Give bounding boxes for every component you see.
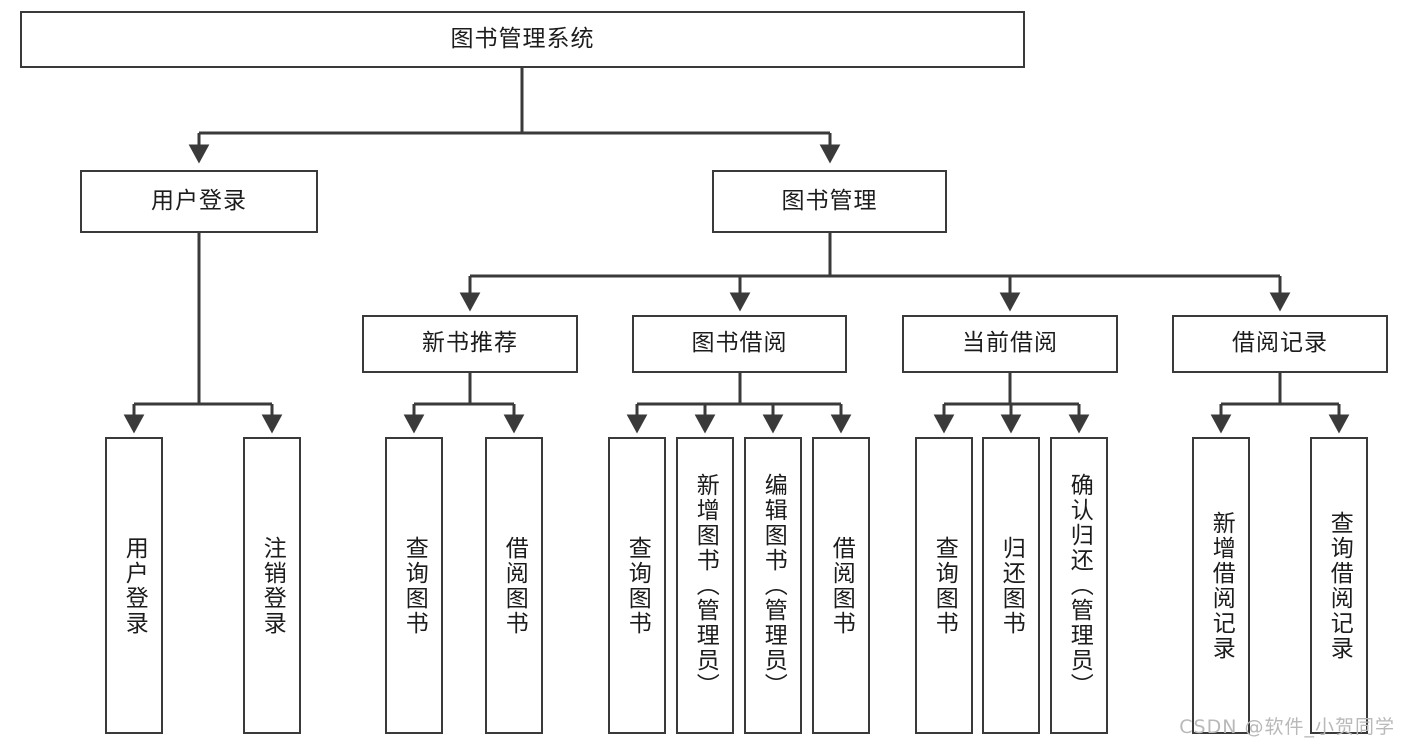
node-label: 借阅记录: [1232, 330, 1328, 357]
node-label: 查询借阅记录: [1326, 510, 1353, 661]
node-leaf-return-book[interactable]: 归还图书: [982, 437, 1040, 734]
node-label: 查询图书: [401, 535, 428, 636]
node-leaf-user-login[interactable]: 用户登录: [105, 437, 163, 734]
node-label: 新增图书（管理员）: [692, 473, 719, 698]
node-label: 确认归还（管理员）: [1066, 473, 1093, 698]
node-leaf-confirm-return[interactable]: 确认归还（管理员）: [1050, 437, 1108, 734]
node-label: 图书管理系统: [450, 25, 595, 52]
node-leaf-borrow-book-1[interactable]: 借阅图书: [485, 437, 543, 734]
node-label: 编辑图书（管理员）: [760, 473, 787, 698]
node-new-book-recommend[interactable]: 新书推荐: [362, 315, 578, 373]
node-label: 用户登录: [151, 187, 247, 214]
node-leaf-borrow-book-2[interactable]: 借阅图书: [812, 437, 870, 734]
watermark-text: CSDN @软件_小贺同学: [1179, 716, 1395, 738]
node-leaf-edit-book[interactable]: 编辑图书（管理员）: [744, 437, 802, 734]
node-book-management-system[interactable]: 图书管理系统: [20, 11, 1025, 68]
node-leaf-add-book[interactable]: 新增图书（管理员）: [676, 437, 734, 734]
node-label: 新增借阅记录: [1208, 510, 1235, 661]
node-book-management[interactable]: 图书管理: [712, 170, 947, 233]
node-label: 归还图书: [998, 535, 1025, 636]
node-leaf-query-book-2[interactable]: 查询图书: [608, 437, 666, 734]
node-leaf-query-borrow-record[interactable]: 查询借阅记录: [1310, 437, 1368, 734]
node-book-borrow[interactable]: 图书借阅: [632, 315, 847, 373]
node-leaf-logout[interactable]: 注销登录: [243, 437, 301, 734]
node-leaf-add-borrow-record[interactable]: 新增借阅记录: [1192, 437, 1250, 734]
node-current-borrow[interactable]: 当前借阅: [902, 315, 1118, 373]
node-label: 当前借阅: [962, 330, 1058, 357]
node-leaf-query-book-3[interactable]: 查询图书: [915, 437, 973, 734]
node-user-login[interactable]: 用户登录: [80, 170, 318, 233]
node-label: 图书管理: [781, 187, 878, 214]
node-label: 查询图书: [624, 535, 651, 636]
node-label: 借阅图书: [828, 535, 855, 636]
node-label: 新书推荐: [422, 330, 518, 357]
node-leaf-query-book-1[interactable]: 查询图书: [385, 437, 443, 734]
node-label: 查询图书: [931, 535, 958, 636]
node-borrow-record[interactable]: 借阅记录: [1172, 315, 1388, 373]
node-label: 注销登录: [259, 535, 286, 636]
node-label: 用户登录: [121, 535, 148, 636]
node-label: 图书借阅: [691, 330, 788, 357]
node-label: 借阅图书: [501, 535, 528, 636]
